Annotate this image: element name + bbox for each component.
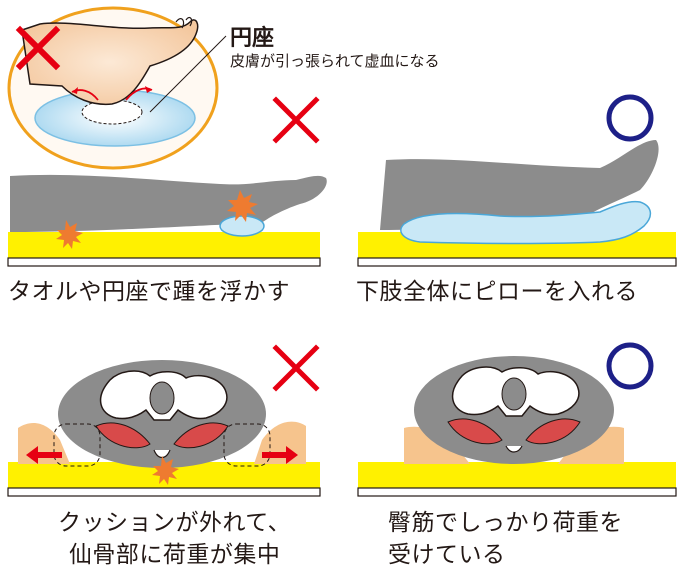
gluteal-muscle-left bbox=[95, 422, 151, 449]
caption-line: 臀筋でしっかり荷重を bbox=[388, 510, 623, 536]
bed-frame bbox=[7, 257, 321, 267]
circle-mark bbox=[606, 342, 654, 390]
panel-pelvis-bad bbox=[7, 344, 321, 497]
caption-leg-bad: タオルや円座で踵を浮かす bbox=[8, 279, 290, 305]
callout-title: 円座 bbox=[230, 26, 275, 51]
slip-arrow-left bbox=[26, 446, 62, 464]
ring-hole bbox=[81, 99, 143, 125]
panel-pelvis-good bbox=[357, 342, 677, 497]
callout-cross-mark bbox=[15, 25, 61, 71]
pressure-burst bbox=[56, 220, 83, 249]
gluteal-muscle-left bbox=[447, 418, 503, 445]
sacrum bbox=[505, 445, 523, 453]
caption-line: 仙骨部に荷重が集中 bbox=[68, 542, 281, 568]
pressure-burst bbox=[152, 456, 179, 485]
panel-leg-good bbox=[357, 94, 677, 267]
pressure-burst bbox=[227, 190, 258, 222]
stretch-arrowhead-right bbox=[145, 86, 152, 93]
mattress bbox=[358, 462, 676, 488]
original-cushion-outline bbox=[53, 423, 101, 467]
bed-frame bbox=[7, 487, 321, 497]
toes bbox=[175, 16, 193, 29]
cross-mark bbox=[272, 96, 320, 144]
circle-mark bbox=[606, 94, 654, 142]
stretch-arrowhead-left bbox=[72, 87, 78, 94]
callout-description: 皮膚が引っ張られて虚血になる bbox=[230, 52, 440, 70]
leg-silhouette bbox=[380, 140, 659, 230]
panel-leg-bad bbox=[7, 96, 327, 267]
original-cushion-outline bbox=[223, 423, 271, 467]
slip-arrow-right bbox=[262, 446, 298, 464]
gluteal-muscle-right bbox=[525, 418, 581, 445]
caption-line: 受けている bbox=[388, 542, 506, 568]
side-cushion-right bbox=[558, 426, 624, 464]
ring-cushion-callout bbox=[7, 6, 227, 170]
caption-pelvis-bad: クッションが外れて、 仙骨部に荷重が集中 bbox=[58, 507, 291, 571]
caption-pelvis-good: 臀筋でしっかり荷重を 受けている bbox=[388, 507, 623, 571]
cross-mark bbox=[272, 344, 320, 392]
heel-ring bbox=[219, 215, 265, 237]
caption-line: クッションが外れて、 bbox=[58, 510, 292, 536]
leg-silhouette bbox=[10, 174, 327, 232]
pelvic-cavity bbox=[149, 381, 175, 415]
bed-frame bbox=[357, 487, 677, 497]
gluteal-muscle-right bbox=[173, 422, 229, 449]
leg-pillow bbox=[400, 200, 652, 245]
bed-frame bbox=[357, 257, 677, 267]
pelvic-cavity bbox=[501, 377, 527, 411]
callout-leader bbox=[149, 35, 227, 113]
caption-leg-good: 下肢全体にピローを入れる bbox=[356, 279, 638, 305]
side-cushion-left bbox=[404, 426, 470, 464]
foot-skin bbox=[21, 19, 199, 106]
mattress bbox=[8, 232, 320, 258]
